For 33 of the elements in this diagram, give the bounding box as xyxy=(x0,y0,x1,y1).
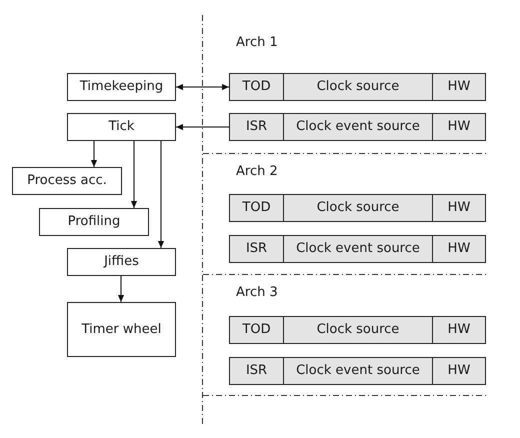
section-heading: Arch 2 xyxy=(236,163,278,181)
component-box: Clock source xyxy=(283,73,433,101)
section-heading: Arch 1 xyxy=(236,34,278,52)
arrow xyxy=(90,140,98,168)
component-box: Clock event source xyxy=(283,235,433,263)
component-box: TOD xyxy=(229,73,284,101)
section-heading: Arch 3 xyxy=(236,284,278,302)
component-box: TOD xyxy=(229,316,284,344)
component-box: HW xyxy=(432,194,486,222)
arrow xyxy=(130,140,138,208)
component-box: Clock event source xyxy=(283,357,433,385)
arrow xyxy=(118,276,124,302)
double-arrow xyxy=(176,84,230,90)
component-box: ISR xyxy=(229,357,284,385)
process-box: Timer wheel xyxy=(67,302,176,357)
component-box: HW xyxy=(432,73,486,101)
process-box: Tick xyxy=(67,113,176,141)
component-box: HW xyxy=(432,235,486,263)
arrow xyxy=(176,124,230,130)
component-box: Clock source xyxy=(283,316,433,344)
process-box: Profiling xyxy=(39,208,149,236)
arrow xyxy=(158,140,164,248)
component-box: HW xyxy=(432,113,486,141)
component-box: ISR xyxy=(229,235,284,263)
component-box: Clock event source xyxy=(283,113,433,141)
component-box: HW xyxy=(432,357,486,385)
process-box: Jiffies xyxy=(67,248,176,276)
component-box: TOD xyxy=(229,194,284,222)
component-box: ISR xyxy=(229,113,284,141)
component-box: Clock source xyxy=(283,194,433,222)
process-box: Process acc. xyxy=(12,167,122,195)
component-box: HW xyxy=(432,316,486,344)
process-box: Timekeeping xyxy=(67,73,176,101)
